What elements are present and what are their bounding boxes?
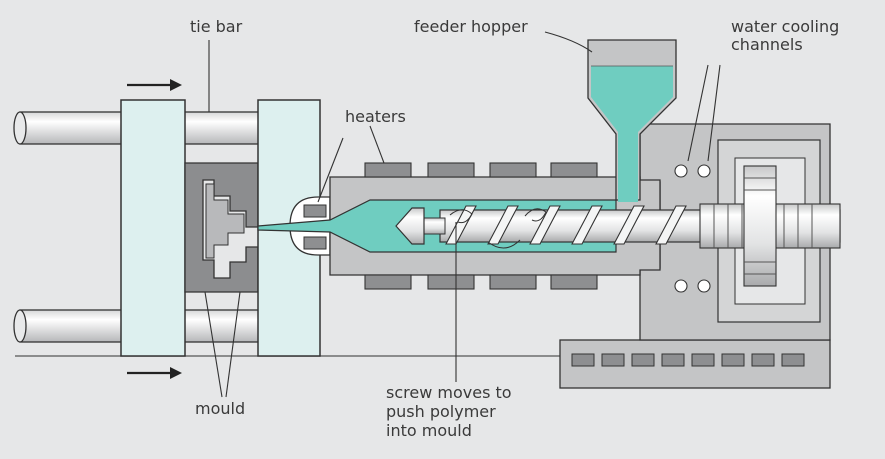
leader-lines	[204, 31, 721, 398]
lower-frame	[559, 339, 831, 389]
mould	[184, 162, 259, 293]
moving-platen	[120, 99, 186, 357]
cooling-holes	[674, 164, 711, 293]
label-mould: mould	[195, 399, 246, 418]
label-screw-line-1: screw moves to	[386, 383, 512, 402]
label-screw-line-3: into mould	[386, 421, 472, 440]
label-water-cooling: water cooling	[731, 17, 840, 36]
label-heaters: heaters	[345, 107, 406, 126]
feeder-hopper	[587, 39, 677, 202]
label-feeder-hopper: feeder hopper	[414, 17, 528, 36]
drive-gear	[743, 165, 777, 287]
arrow-right-icon	[127, 79, 182, 91]
label-screw-line-2: push polymer	[386, 402, 496, 421]
label-channels: channels	[731, 35, 803, 54]
arrow-right-icon	[127, 367, 182, 379]
label-tie-bar: tie bar	[190, 17, 243, 36]
heaters	[364, 162, 598, 290]
